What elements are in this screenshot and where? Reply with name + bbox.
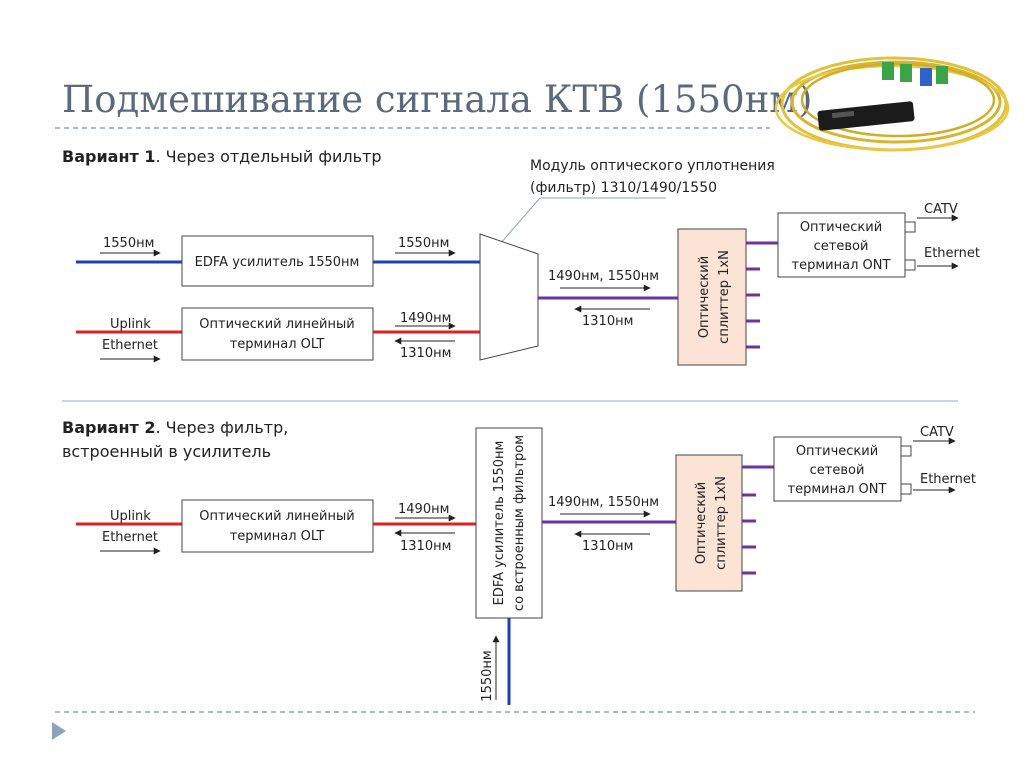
v2-splitter-label-2: сплиттер 1xN	[714, 476, 729, 570]
v2-ont-box	[773, 436, 902, 502]
v1-ont-label-1: Оптический	[800, 220, 882, 235]
v2-heading-1: Вариант 2. Через фильтр,	[62, 418, 288, 437]
v2-olt-out-label2: 1310нм	[400, 539, 451, 554]
v2-trunk-label1: 1490нм, 1550нм	[548, 495, 659, 510]
v2-eth-port	[900, 483, 912, 495]
v2-catv-port	[900, 445, 912, 457]
v1-olt-label-2: терминал OLT	[230, 337, 325, 352]
v1-edfa-label: EDFA усилитель 1550нм	[195, 255, 360, 270]
v2-ont-label-1: Оптический	[796, 444, 878, 459]
v1-eth-port	[904, 259, 916, 271]
triangle-right-icon[interactable]	[52, 722, 66, 740]
v2-olt-label-1: Оптический линейный	[199, 509, 354, 524]
v2-bottom-input-label: 1550нм	[480, 650, 495, 701]
v1-input1-label: 1550нм	[103, 236, 154, 251]
v1-wdm-filter	[479, 233, 539, 361]
v2-splitter-label-1: Оптический	[694, 482, 709, 564]
fiber-coupler-photo	[774, 56, 1010, 152]
v1-olt-out-label1: 1490нм	[400, 311, 451, 326]
v1-olt-out-label2: 1310нм	[400, 346, 451, 361]
v2-input-label-1: Uplink	[110, 509, 151, 524]
v1-olt-box	[181, 307, 374, 361]
slide-title: Подмешивание сигнала КТВ (1550нм)	[62, 78, 813, 121]
v2-edfa-label-2: со встроенным фильтром	[512, 435, 527, 611]
v1-splitter-outputs	[746, 241, 778, 349]
v2-input-label-2: Ethernet	[102, 530, 158, 545]
v1-heading: Вариант 1. Через отдельный фильтр	[62, 147, 382, 166]
v1-ont-box	[777, 212, 906, 278]
v2-olt-out-label1: 1490нм	[398, 502, 449, 517]
v2-eth-label: Ethernet	[920, 472, 976, 487]
v1-edfa-box	[181, 235, 374, 287]
v1-caption-leader	[499, 197, 541, 245]
v1-trunk-label2: 1310нм	[582, 314, 633, 329]
v2-edfa-label-1: EDFA усилитель 1550нм	[492, 441, 507, 606]
v2-catv-label: CATV	[920, 425, 954, 440]
v2-ont-label-2: сетевой	[810, 463, 865, 478]
v2-olt-label-2: терминал OLT	[230, 529, 325, 544]
v2-ont-label-3: терминал ONT	[788, 482, 887, 497]
v1-ont-label-3: терминал ONT	[792, 258, 891, 273]
v1-input2-label-1: Uplink	[110, 317, 151, 332]
v1-splitter-label-2: сплиттер 1xN	[717, 250, 732, 344]
v1-catv-port	[904, 221, 916, 233]
v1-ont-label-2: сетевой	[814, 239, 869, 254]
v1-trunk-label1: 1490нм, 1550нм	[548, 269, 659, 284]
v1-eth-label: Ethernet	[924, 246, 980, 261]
v1-input2-label-2: Ethernet	[102, 338, 158, 353]
v2-trunk-label2: 1310нм	[582, 539, 633, 554]
v2-splitter-outputs	[742, 465, 774, 575]
v1-module-caption-1: Модуль оптического уплотнения	[530, 158, 775, 174]
v2-olt-box	[181, 499, 374, 553]
v1-olt-label-1: Оптический линейный	[199, 317, 354, 332]
v1-splitter-label-1: Оптический	[697, 256, 712, 338]
v1-module-caption-2: (фильтр) 1310/1490/1550	[530, 180, 717, 196]
v2-heading-2: встроенный в усилитель	[62, 442, 271, 461]
v2-edfa-box	[475, 427, 543, 619]
v1-catv-label: CATV	[924, 202, 958, 217]
v1-edfa-out-label: 1550нм	[398, 236, 449, 251]
v1-splitter	[677, 228, 747, 366]
v2-splitter	[675, 454, 743, 592]
